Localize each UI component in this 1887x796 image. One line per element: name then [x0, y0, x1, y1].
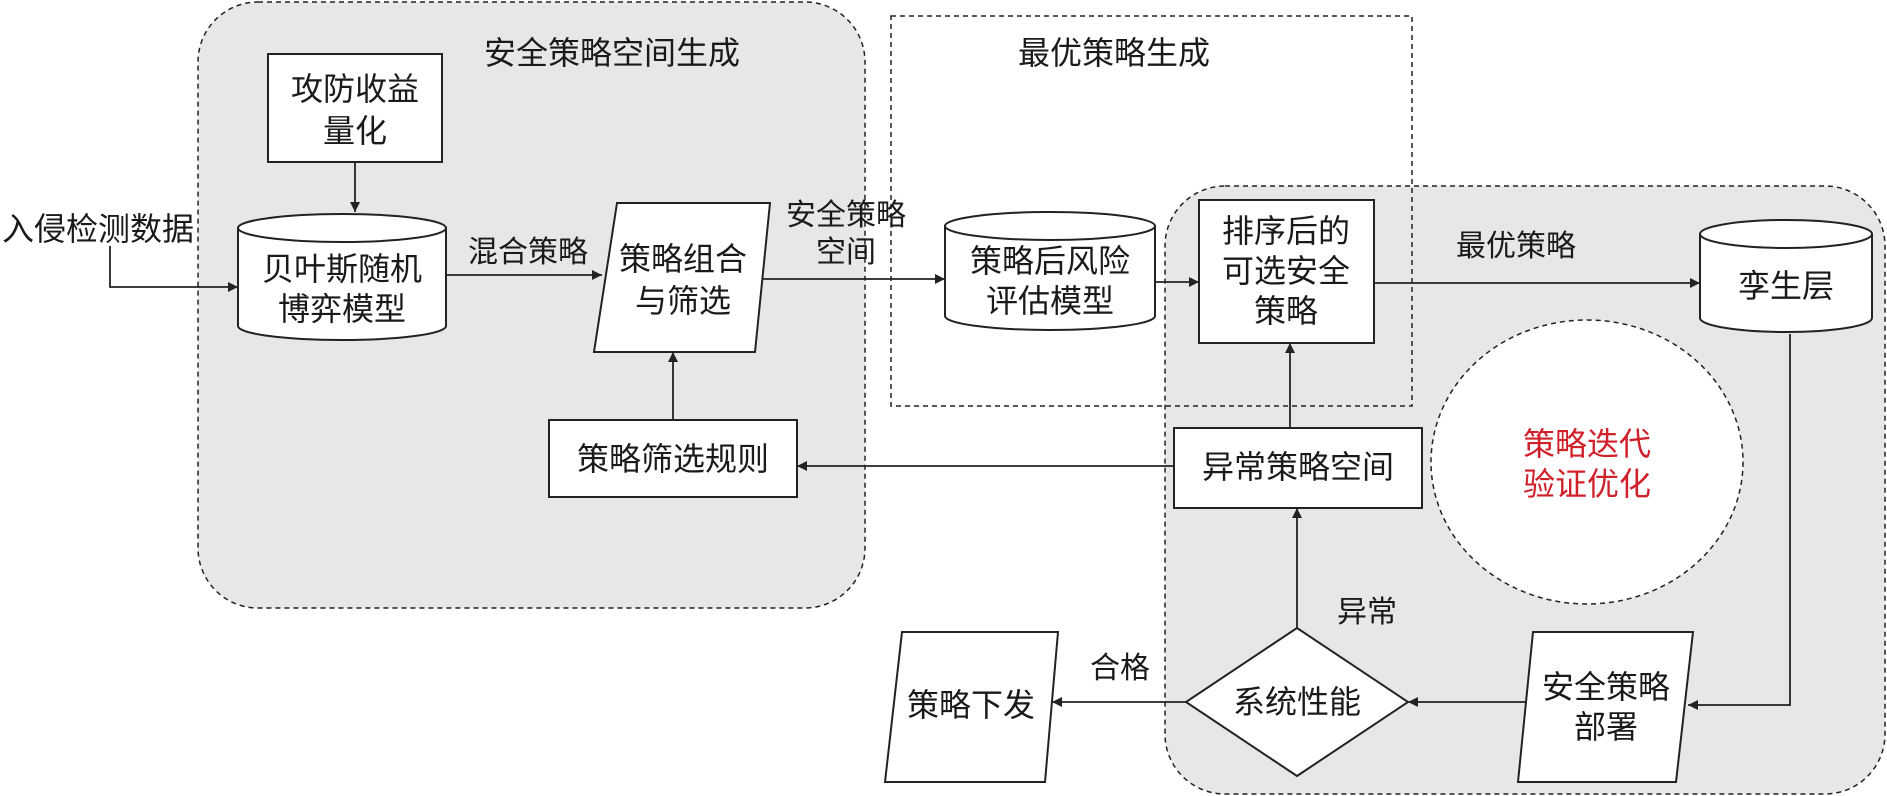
edge-label-qualified: 合格	[1090, 651, 1150, 686]
bayes-model-cylinder	[237, 213, 447, 341]
deploy-label-line1: 安全策略	[1542, 668, 1670, 706]
sorted-strategies-line3: 策略	[1254, 292, 1318, 330]
deploy-label-line2: 部署	[1574, 708, 1638, 746]
bayes-model-label-line1: 贝叶斯随机	[262, 250, 422, 288]
system-perf-label: 系统性能	[1233, 683, 1361, 721]
filter-rules-box	[548, 419, 798, 498]
issue-box	[883, 631, 1060, 783]
edge-label-space-line2: 空间	[816, 235, 876, 270]
arrow-twin-to-deploy	[1688, 334, 1791, 710]
attack-defense-label-line1: 攻防收益	[291, 70, 419, 108]
combine-filter-label-line2: 与筛选	[635, 282, 731, 320]
bayes-model-label-line2: 博弈模型	[278, 290, 406, 328]
sorted-strategies-box	[1198, 199, 1375, 344]
risk-model-cylinder	[944, 211, 1156, 331]
risk-model-label-line2: 评估模型	[986, 282, 1114, 320]
risk-model-label-line1: 策略后风险	[970, 242, 1130, 280]
region-optimal-generation	[890, 15, 1413, 407]
sorted-strategies-line2: 可选安全	[1222, 252, 1350, 290]
abnormal-space-label: 异常策略空间	[1202, 448, 1394, 486]
region-title-optimal-generation: 最优策略生成	[1018, 34, 1210, 72]
system-perf-diamond	[1184, 626, 1410, 778]
combine-filter-box	[592, 202, 772, 353]
combine-filter-label-line1: 策略组合	[619, 240, 747, 278]
iteration-circle	[1430, 319, 1744, 605]
attack-defense-label-line2: 量化	[323, 112, 387, 150]
deploy-box	[1516, 631, 1695, 783]
issue-label: 策略下发	[907, 686, 1035, 724]
twin-layer-label: 孪生层	[1738, 267, 1834, 305]
abnormal-space-box	[1173, 427, 1423, 509]
iteration-label-line1: 策略迭代	[1523, 425, 1651, 463]
twin-layer-cylinder	[1699, 219, 1873, 333]
region-title-space-generation: 安全策略空间生成	[484, 34, 740, 72]
edge-label-mixed: 混合策略	[468, 235, 588, 270]
edge-label-abnormal: 异常	[1337, 595, 1397, 630]
arrow-input-to-bayes	[109, 246, 238, 292]
filter-rules-label: 策略筛选规则	[577, 440, 769, 478]
intrusion-data-label: 入侵检测数据	[2, 210, 194, 248]
edge-label-space-line1: 安全策略	[786, 198, 906, 233]
iteration-label-line2: 验证优化	[1523, 465, 1651, 503]
edge-label-optimal: 最优策略	[1456, 229, 1576, 264]
sorted-strategies-line1: 排序后的	[1222, 212, 1350, 250]
